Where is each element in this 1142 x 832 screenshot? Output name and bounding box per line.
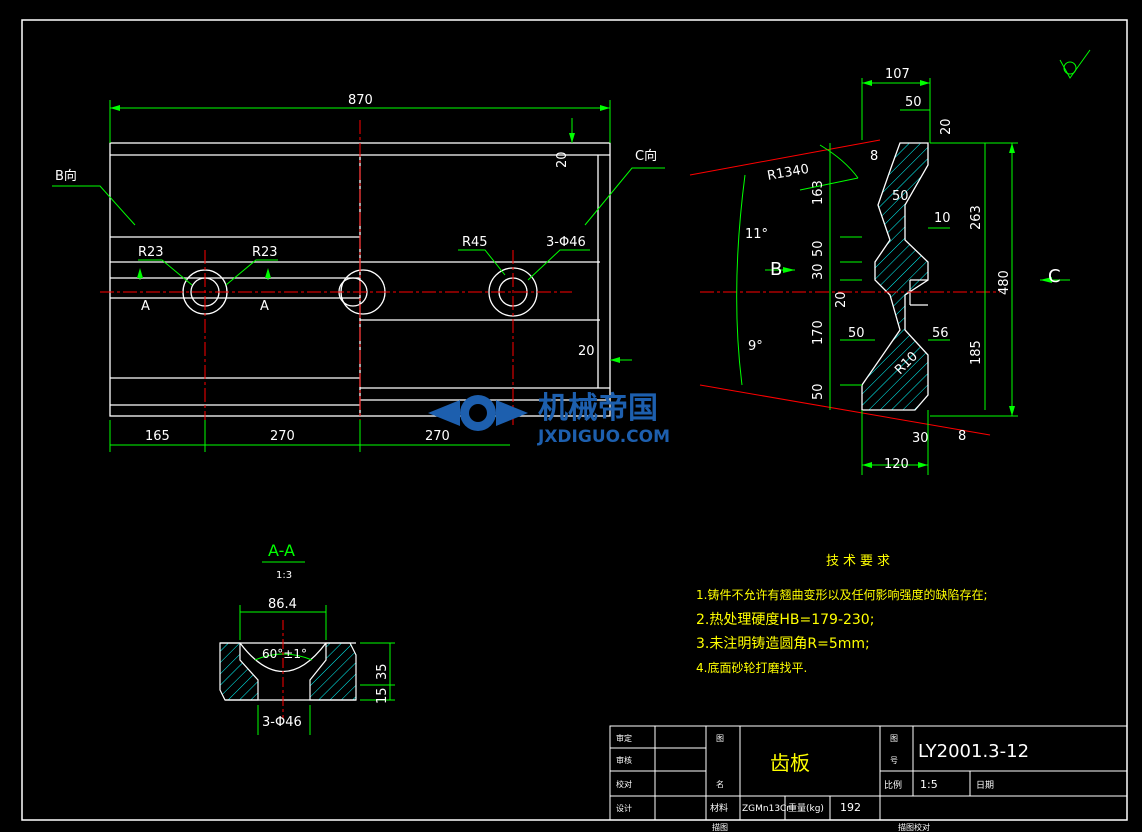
drawing-number: LY2001.3-12 (918, 741, 1029, 762)
weight-label: 重量(kg) (788, 802, 824, 814)
dim-r23-left: R23 (138, 245, 164, 260)
scale-value: 1:5 (920, 778, 938, 791)
tb-label-tu2: 图 (890, 734, 898, 743)
angle-9: 9° (748, 339, 763, 354)
dim-15: 15 (375, 687, 390, 704)
dim-r1340: R1340 (766, 162, 810, 184)
dim-170: 170 (811, 320, 826, 345)
watermark-cn: 机械帝国 (538, 391, 658, 426)
angle-60: 60°±1° (262, 647, 307, 661)
dim-8-top: 8 (870, 149, 878, 164)
label-c: C (1048, 266, 1061, 287)
tech-requirements: 技术要求 1.铸件不允许有翘曲变形以及任何影响强度的缺陷存在; 2.热处理硬度H… (696, 554, 988, 675)
tb-label-check: 审核 (616, 755, 632, 765)
label-section-a-right: A (260, 299, 269, 314)
dim-50-top: 50 (905, 95, 922, 110)
dim-50-d: 50 (811, 383, 826, 400)
tb-label-tu: 图 (716, 734, 724, 743)
dim-3-phi46-section: 3-Φ46 (262, 715, 302, 730)
tech-item-4: 4.底面砂轮打磨找平. (696, 660, 807, 675)
tb-label-design: 设计 (616, 803, 632, 813)
dim-270-a: 270 (270, 429, 295, 444)
dim-30: 30 (811, 263, 826, 280)
side-profile (861, 142, 929, 411)
label-section-a-left: A (141, 299, 150, 314)
dim-8-bottom: 8 (958, 429, 966, 444)
section-title: A-A (268, 541, 295, 560)
dim-56: 56 (932, 326, 949, 341)
section-aa: A-A 1:3 86.4 60°±1° 35 15 3-Φ46 (219, 541, 395, 735)
tb-label-ming: 名 (716, 779, 724, 789)
dim-185: 185 (969, 340, 984, 365)
dim-86-4: 86.4 (268, 597, 297, 612)
dim-50-b: 50 (892, 189, 909, 204)
dim-20-top: 20 (555, 151, 570, 168)
dim-3-phi46: 3-Φ46 (546, 235, 586, 250)
drawing-frame (21, 19, 1128, 821)
label-b-view: B向 (55, 168, 77, 184)
tech-item-1: 1.铸件不允许有翘曲变形以及任何影响强度的缺陷存在; (696, 587, 988, 602)
dim-20-right: 20 (578, 344, 595, 359)
dim-50-c: 50 (848, 326, 865, 341)
date-label: 日期 (976, 780, 994, 791)
label-b: B (770, 259, 782, 280)
dim-165: 165 (145, 429, 170, 444)
dim-480: 480 (997, 270, 1012, 295)
dim-r45: R45 (462, 235, 488, 250)
material-label: 材料 (710, 802, 728, 814)
dim-107: 107 (885, 67, 910, 82)
dim-r23-right: R23 (252, 245, 278, 260)
weight-value: 192 (840, 801, 861, 814)
scale-label: 比例 (884, 779, 902, 791)
dim-263: 263 (969, 205, 984, 230)
angle-11: 11° (745, 227, 768, 242)
tb-label-trace-check: 描图校对 (898, 822, 930, 832)
dim-20-mid: 20 (834, 291, 849, 308)
tb-label-trace: 描图 (712, 822, 728, 832)
tech-title: 技术要求 (826, 554, 894, 569)
front-view: 870 165 270 270 20 20 R23 R23 R45 3-Φ46 … (52, 93, 665, 452)
watermark: 机械帝国 JXDIGUO.COM (428, 391, 670, 447)
title-block: 审定 审核 校对 设计 图 名 图 号 描图 描图校对 齿板 LY2001.3-… (609, 725, 1128, 832)
dim-30-bottom: 30 (912, 431, 929, 446)
part-name: 齿板 (770, 751, 810, 775)
dim-20-top: 20 (939, 118, 954, 135)
label-c-view: C向 (635, 148, 657, 164)
watermark-en: JXDIGUO.COM (537, 427, 670, 447)
dim-10: 10 (934, 211, 951, 226)
gear-icon (428, 395, 528, 431)
tech-item-3: 3.未注明铸造圆角R=5mm; (696, 636, 870, 652)
section-scale: 1:3 (276, 570, 292, 581)
tb-label-hao: 号 (890, 756, 898, 765)
material-value: ZGMn13Cr (742, 804, 790, 814)
dim-35: 35 (375, 663, 390, 680)
dim-270-b: 270 (425, 429, 450, 444)
surface-finish-icon (1059, 49, 1091, 79)
tb-label-proof: 校对 (616, 779, 632, 789)
tb-label-review: 审定 (616, 733, 632, 743)
side-view: 107 50 20 8 R1340 163 50 50 30 10 263 48… (689, 49, 1091, 475)
dim-50-a: 50 (811, 240, 826, 257)
dim-120: 120 (884, 457, 909, 472)
tech-item-2: 2.热处理硬度HB=179-230; (696, 612, 874, 628)
dim-870: 870 (348, 93, 373, 108)
dim-163: 163 (811, 180, 826, 205)
